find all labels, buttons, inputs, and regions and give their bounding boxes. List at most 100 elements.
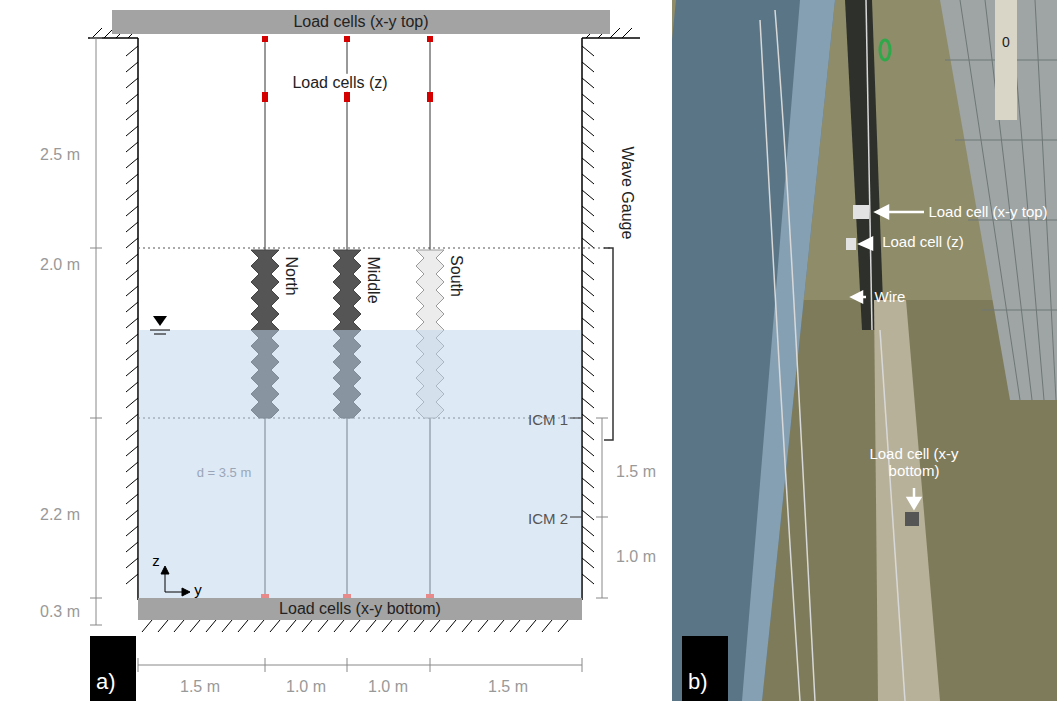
hatch-line — [582, 158, 594, 168]
instrument-name: ICM 2 — [528, 510, 568, 527]
hatch-line — [126, 46, 138, 56]
hatch-line — [582, 446, 594, 456]
hatch-line — [582, 238, 594, 248]
hatch-line — [582, 366, 594, 376]
hatch-line — [582, 478, 594, 488]
hatch-line — [126, 510, 138, 520]
hatch-line — [398, 620, 408, 632]
photo-callout: Load cell (z) — [882, 233, 964, 250]
hatch-line — [238, 620, 248, 632]
hatch-line — [126, 302, 138, 312]
dimension: 0.3 m — [40, 603, 80, 621]
hatch-line — [126, 174, 138, 184]
hatch-line — [190, 620, 200, 632]
hatch-line — [126, 286, 138, 296]
hatch-line — [126, 366, 138, 376]
walkway-grating — [940, 0, 1057, 400]
hatch-line — [126, 558, 138, 568]
hatch-line — [582, 334, 594, 344]
hatch-line — [126, 494, 138, 504]
photo-wires — [760, 0, 905, 701]
hatch-line — [126, 62, 138, 72]
icm-tick — [570, 418, 582, 419]
hatch-line — [582, 126, 594, 136]
gauge-rail — [995, 0, 1017, 120]
hatch-line — [582, 190, 594, 200]
gauge-mark: 0 — [1002, 34, 1010, 50]
wave-gauge-bracket — [604, 248, 613, 440]
hatch-line — [126, 158, 138, 168]
hatch-line — [126, 478, 138, 488]
hatch-line — [582, 222, 594, 232]
hatch-line — [582, 270, 594, 280]
hatch-line — [158, 620, 168, 632]
hatch-line — [582, 206, 594, 216]
hatch-line — [582, 286, 594, 296]
load-cell-top — [853, 205, 869, 219]
photo-callout: Wire — [875, 288, 906, 305]
hatch-line — [222, 620, 232, 632]
hatch-line — [126, 206, 138, 216]
hatch-line — [510, 620, 520, 632]
hatch-line — [126, 238, 138, 248]
node-text: b) — [688, 669, 708, 695]
dimension: 1.0 m — [368, 678, 408, 696]
hatch-line — [478, 620, 488, 632]
icm-tick — [570, 517, 582, 518]
hatch-line — [92, 28, 102, 38]
hatch-line — [126, 222, 138, 232]
dotted-line — [138, 248, 612, 249]
hatch-line — [494, 620, 504, 632]
hatch-line — [126, 318, 138, 328]
panel-label-box: b) — [682, 636, 728, 701]
hatch-line — [582, 46, 594, 56]
hatch-line — [382, 620, 392, 632]
hatch-line — [126, 446, 138, 456]
dimension: 1.0 m — [286, 678, 326, 696]
hatch-line — [126, 78, 138, 88]
load-cell-z — [846, 238, 856, 250]
hatch-line — [302, 620, 312, 632]
panel-label-box: a) — [90, 636, 136, 701]
instrument-name: Wave Gauge — [618, 147, 636, 240]
hatch-line — [582, 494, 594, 504]
hatch-line — [126, 110, 138, 120]
axis-name: y — [194, 581, 202, 598]
hatch-line — [582, 558, 594, 568]
steel-beam — [672, 0, 835, 701]
beam-face — [742, 0, 835, 701]
hatch-line — [334, 620, 344, 632]
hatch-line — [126, 526, 138, 536]
hatch-line — [430, 620, 440, 632]
hatch-line — [126, 414, 138, 424]
hatch-line — [582, 542, 594, 552]
hatch-line — [582, 574, 594, 584]
hatch-line — [582, 414, 594, 424]
hatch-line — [582, 382, 594, 392]
dimension: 1.5 m — [616, 463, 656, 481]
schematic — [88, 28, 640, 672]
hatch-line — [582, 62, 594, 72]
hatch-line — [126, 254, 138, 264]
hatch-line — [610, 28, 620, 38]
load-cell-bar: Load cells (x-y top) — [112, 10, 610, 34]
hatch-line — [126, 142, 138, 152]
hatch-line — [582, 462, 594, 472]
hatch-line — [622, 28, 632, 38]
left-dimension — [90, 38, 102, 625]
axes-symbol — [161, 566, 190, 596]
hatch-line — [582, 318, 594, 328]
load-cell-marks — [262, 36, 433, 102]
hatch-line — [126, 270, 138, 280]
dimension: 2.5 m — [40, 146, 80, 164]
hatch-line — [582, 398, 594, 408]
green-ring — [880, 40, 890, 60]
far-wall — [845, 0, 884, 330]
hatch-line — [174, 620, 184, 632]
dimension: 2.0 m — [40, 256, 80, 274]
hatch-line — [126, 334, 138, 344]
right-dimension — [596, 418, 608, 598]
node-text: a) — [96, 669, 116, 695]
